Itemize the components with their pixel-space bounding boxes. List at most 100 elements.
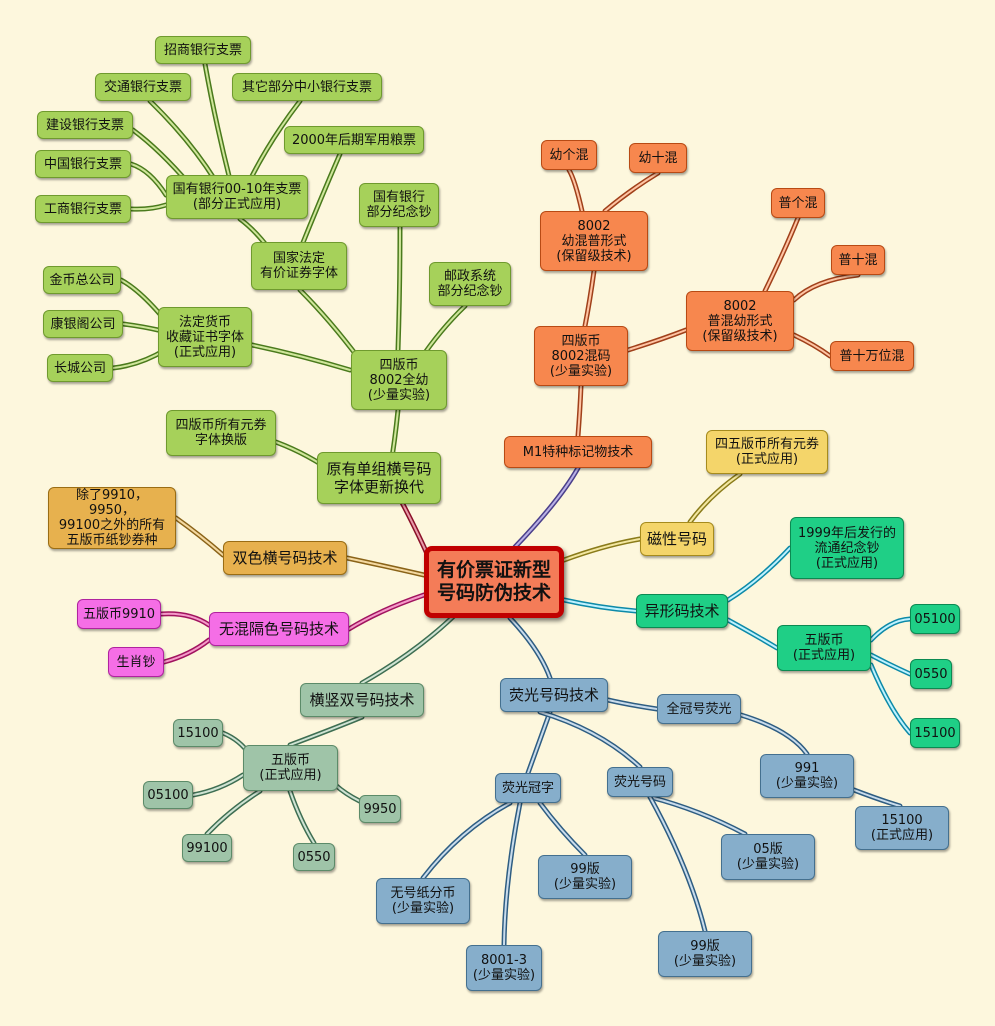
connector-outline bbox=[647, 794, 708, 934]
young-ten-mix-node[interactable]: 幼十混 bbox=[629, 143, 687, 173]
connector-core bbox=[361, 609, 461, 684]
four-five-all-notes-node[interactable]: 四五版币所有元券 (正式应用) bbox=[706, 430, 828, 474]
number-99-edition-node[interactable]: 99版 (少量实验) bbox=[658, 931, 752, 977]
dual-9950-node[interactable]: 9950 bbox=[359, 795, 401, 823]
collect-cert-font-node[interactable]: 法定货币 收藏证书字体 (正式应用) bbox=[158, 307, 252, 367]
five-9910-node[interactable]: 五版币9910 bbox=[77, 599, 161, 629]
four-8002-full-young-node[interactable]: 四版币 8002全幼 (少量实验) bbox=[351, 350, 447, 410]
connector-core bbox=[206, 790, 261, 835]
connector-core bbox=[870, 654, 911, 675]
shaped-05100-node[interactable]: 05100 bbox=[910, 604, 960, 634]
normal-hundred-thousand-mix-node[interactable]: 普十万位混 bbox=[830, 341, 914, 371]
connector-core bbox=[853, 789, 901, 807]
shaped-0550-node[interactable]: 0550 bbox=[910, 659, 952, 689]
connector-outline bbox=[346, 592, 427, 632]
connector-core bbox=[289, 716, 363, 746]
normal-mix-young-node[interactable]: 8002 普混幼形式 (保留级技术) bbox=[686, 291, 794, 351]
connector-core bbox=[299, 153, 341, 251]
icbc-cheque-node[interactable]: 工商银行支票 bbox=[35, 195, 131, 223]
dual-number-node[interactable]: 横竖双号码技术 bbox=[300, 683, 424, 717]
except-notes-node[interactable]: 除了9910，9950， 99100之外的所有 五版币纸钞券种 bbox=[48, 487, 176, 549]
postal-commemorative-node[interactable]: 邮政系统 部分纪念钞 bbox=[429, 262, 511, 306]
normal-single-mix-node[interactable]: 普个混 bbox=[771, 188, 825, 218]
gold-coin-company-node[interactable]: 金币总公司 bbox=[43, 266, 121, 294]
fluorescent-number-node[interactable]: 荧光号码技术 bbox=[500, 678, 608, 712]
connector-core bbox=[122, 323, 159, 331]
zodiac-note-node[interactable]: 生肖钞 bbox=[108, 647, 164, 677]
fluor-crown-node[interactable]: 荧光冠字 bbox=[495, 773, 561, 803]
connector-outline bbox=[512, 465, 581, 550]
connector-core bbox=[604, 172, 659, 212]
fluor-8001-3-node[interactable]: 8001-3 (少量实验) bbox=[466, 945, 542, 991]
state-bank-commemorative-node[interactable]: 国有银行 部分纪念钞 bbox=[359, 183, 439, 227]
connector-outline bbox=[738, 712, 810, 757]
connector-core bbox=[514, 467, 579, 548]
shaped-15100-node[interactable]: 15100 bbox=[910, 718, 960, 748]
connector-core bbox=[175, 517, 224, 556]
full-crown-fluor-node[interactable]: 全冠号荧光 bbox=[657, 694, 741, 724]
connector-outline bbox=[147, 98, 218, 183]
ccb-cheque-node[interactable]: 建设银行支票 bbox=[37, 111, 133, 139]
connector-core bbox=[397, 226, 401, 351]
four-8002-mix-node[interactable]: 四版币 8002混码 (少量实验) bbox=[534, 326, 628, 386]
bank-cheques-node[interactable]: 国有银行00-10年支票 (部分正式应用) bbox=[166, 175, 308, 219]
connector-outline bbox=[128, 161, 169, 198]
connector-outline bbox=[868, 662, 913, 736]
shaped-code-node[interactable]: 异形码技术 bbox=[636, 594, 728, 628]
dual-05100-node[interactable]: 05100 bbox=[143, 781, 193, 809]
connector-core bbox=[727, 619, 778, 649]
dual-0550-node[interactable]: 0550 bbox=[293, 843, 335, 871]
changcheng-company-node[interactable]: 长城公司 bbox=[47, 354, 113, 382]
cmb-cheque-node[interactable]: 招商银行支票 bbox=[155, 36, 251, 64]
fluor-991-node[interactable]: 991 (少量实验) bbox=[760, 754, 854, 798]
dual-15100-node[interactable]: 15100 bbox=[173, 719, 223, 747]
connector-outline bbox=[687, 471, 743, 525]
kangyin-company-node[interactable]: 康银阁公司 bbox=[43, 310, 123, 338]
boc-cheque-node[interactable]: 中国银行支票 bbox=[35, 150, 131, 178]
connector-core bbox=[348, 594, 425, 630]
connector-core bbox=[130, 163, 167, 196]
connector-outline bbox=[791, 272, 861, 303]
crown-99-edition-node[interactable]: 99版 (少量实验) bbox=[538, 855, 632, 899]
m1-marker-node[interactable]: M1特种标记物技术 bbox=[504, 436, 652, 468]
connector-core bbox=[793, 334, 831, 357]
military-grain-ticket-node[interactable]: 2000年后期军用粮票 bbox=[284, 126, 424, 154]
connector-core bbox=[149, 100, 216, 181]
connector-core bbox=[584, 270, 595, 327]
connector-core bbox=[689, 473, 741, 523]
five-edition-shaped-node[interactable]: 五版币 (正式应用) bbox=[777, 625, 871, 671]
young-mix-normal-node[interactable]: 8002 幼混普形式 (保留级技术) bbox=[540, 211, 648, 271]
number-05-edition-node[interactable]: 05版 (少量实验) bbox=[721, 834, 815, 880]
fluor-number-sub-node[interactable]: 荧光号码 bbox=[607, 767, 673, 797]
connector-core bbox=[289, 790, 315, 844]
font-update-node[interactable]: 原有单组横号码 字体更新换代 bbox=[317, 452, 441, 504]
connector-core bbox=[130, 204, 167, 211]
magnetic-number-node[interactable]: 磁性号码 bbox=[640, 522, 714, 556]
fluor-15100-node[interactable]: 15100 (正式应用) bbox=[855, 806, 949, 850]
connector-core bbox=[727, 547, 791, 601]
connector-core bbox=[607, 699, 658, 710]
commemorative-1999-node[interactable]: 1999年后发行的 流通纪念钞 (正式应用) bbox=[790, 517, 904, 579]
no-mix-color-node[interactable]: 无混隔色号码技术 bbox=[209, 612, 349, 646]
connector-outline bbox=[204, 788, 263, 837]
four-yuan-switch-node[interactable]: 四版币所有元券 字体换版 bbox=[166, 410, 276, 456]
two-color-number-node[interactable]: 双色横号码技术 bbox=[223, 541, 347, 575]
central-topic[interactable]: 有价票证新型 号码防伪技术 bbox=[424, 546, 564, 618]
connector-core bbox=[740, 714, 808, 755]
young-single-mix-node[interactable]: 幼个混 bbox=[541, 140, 597, 170]
no-number-coin-node[interactable]: 无号纸分币 (少量实验) bbox=[376, 878, 470, 924]
five-edition-dual-node[interactable]: 五版币 (正式应用) bbox=[243, 745, 338, 791]
connector-core bbox=[163, 639, 210, 663]
comm-cheque-node[interactable]: 交通银行支票 bbox=[95, 73, 191, 101]
connector-outline bbox=[161, 637, 212, 665]
connector-core bbox=[649, 796, 706, 932]
other-small-bank-cheque-node[interactable]: 其它部分中小银行支票 bbox=[232, 73, 382, 101]
dual-99100-node[interactable]: 99100 bbox=[182, 834, 232, 862]
connector-core bbox=[160, 612, 210, 626]
connector-core bbox=[568, 169, 583, 212]
connector-core bbox=[204, 63, 231, 181]
legal-securities-font-node[interactable]: 国家法定 有价证券字体 bbox=[251, 242, 347, 290]
normal-ten-mix-node[interactable]: 普十混 bbox=[831, 245, 885, 275]
connector-core bbox=[577, 385, 582, 437]
